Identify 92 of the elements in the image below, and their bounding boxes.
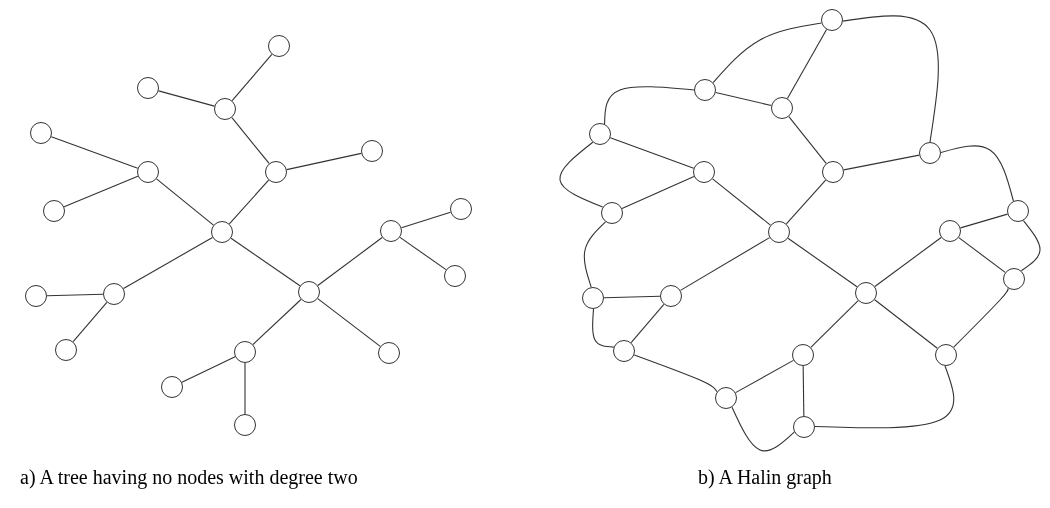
graph-edge xyxy=(46,293,104,297)
graph-node-circle xyxy=(601,202,623,224)
figure-caption: b) A Halin graph xyxy=(698,466,832,489)
graph-node-circle xyxy=(793,416,815,438)
graph-node-circle xyxy=(380,220,402,242)
graph-edge xyxy=(1020,220,1041,272)
graph-edge xyxy=(814,365,955,429)
graph-node-circle xyxy=(822,161,844,183)
graph-edge xyxy=(630,303,665,344)
graph-edge xyxy=(715,91,772,107)
graph-node-circle xyxy=(137,161,159,183)
graph-node-circle xyxy=(939,220,961,242)
graph-node-circle xyxy=(214,98,236,120)
graph-node-circle xyxy=(1003,268,1025,290)
graph-edge xyxy=(609,137,695,169)
graph-node-circle xyxy=(1007,200,1029,222)
graph-node-circle xyxy=(935,344,957,366)
graph-node-circle xyxy=(43,200,65,222)
graph-edge xyxy=(604,86,695,125)
graph-node-circle xyxy=(613,340,635,362)
graph-edge xyxy=(123,236,213,290)
graph-edge xyxy=(958,237,1006,273)
graph-edge xyxy=(712,22,822,84)
graph-node-circle xyxy=(589,123,611,145)
graph-node-circle xyxy=(161,376,183,398)
graph-edge xyxy=(953,287,1009,348)
graph-node-circle xyxy=(450,198,472,220)
graph-edge xyxy=(286,152,362,171)
graph-node-circle xyxy=(768,221,790,243)
graph-edge xyxy=(633,354,718,393)
graph-node-circle xyxy=(211,221,233,243)
graph-edge xyxy=(231,53,273,102)
graph-edge xyxy=(786,29,828,99)
graph-edge xyxy=(843,154,920,171)
graph-edge xyxy=(63,175,139,208)
graph-edge xyxy=(228,179,270,225)
graph-node-circle xyxy=(378,342,400,364)
graph-node-circle xyxy=(821,9,843,31)
graph-node-circle xyxy=(792,344,814,366)
graph-edge xyxy=(156,178,214,226)
graph-node-circle xyxy=(103,283,125,305)
graph-edge xyxy=(317,237,383,286)
graph-edge xyxy=(874,299,938,349)
graph-edge xyxy=(230,237,301,287)
graph-node-circle xyxy=(268,35,290,57)
graph-edge xyxy=(621,175,695,210)
graph-edge xyxy=(787,237,858,288)
graph-node-circle xyxy=(30,122,52,144)
graph-edge xyxy=(842,15,939,143)
figure-caption: a) A tree having no nodes with degree two xyxy=(20,466,358,489)
graph-edge xyxy=(788,116,827,164)
graph-edge xyxy=(317,298,381,347)
graph-node-circle xyxy=(715,387,737,409)
graph-edge xyxy=(603,295,661,299)
graph-edge xyxy=(158,90,215,107)
graph-node-circle xyxy=(234,341,256,363)
graph-node-circle xyxy=(693,161,715,183)
graph-edge xyxy=(559,141,604,208)
graph-edge xyxy=(785,179,827,225)
graph-edge xyxy=(712,178,771,226)
graph-node-circle xyxy=(660,285,682,307)
graph-edge xyxy=(802,365,805,417)
graph-edge xyxy=(679,237,771,291)
graph-node-circle xyxy=(771,97,793,119)
graph-edge xyxy=(72,301,108,343)
graph-edge xyxy=(874,237,942,288)
graph-edge xyxy=(244,362,246,415)
graph-edge xyxy=(731,406,795,452)
graph-node-circle xyxy=(55,339,77,361)
graph-edge xyxy=(583,221,607,288)
graph-node-circle xyxy=(444,265,466,287)
graph-edge xyxy=(400,211,452,229)
graph-edge xyxy=(50,136,139,169)
graph-edge xyxy=(960,213,1008,229)
graph-node-circle xyxy=(25,285,47,307)
graph-node-circle xyxy=(582,287,604,309)
graph-node-circle xyxy=(919,142,941,164)
graph-edge xyxy=(940,145,1014,202)
graph-edge xyxy=(399,236,447,271)
graph-node-circle xyxy=(855,282,877,304)
graph-node-circle xyxy=(265,161,287,183)
graph-node-circle xyxy=(137,77,159,99)
graph-node-circle xyxy=(694,79,716,101)
graph-edge xyxy=(735,359,794,394)
graph-edge xyxy=(181,356,236,383)
graph-edge xyxy=(231,117,270,164)
graph-edge xyxy=(592,308,615,348)
graph-edge xyxy=(810,300,859,348)
graph-node-circle xyxy=(298,281,320,303)
graph-node-circle xyxy=(361,140,383,162)
graph-edge xyxy=(252,298,302,346)
graph-node-circle xyxy=(234,414,256,436)
